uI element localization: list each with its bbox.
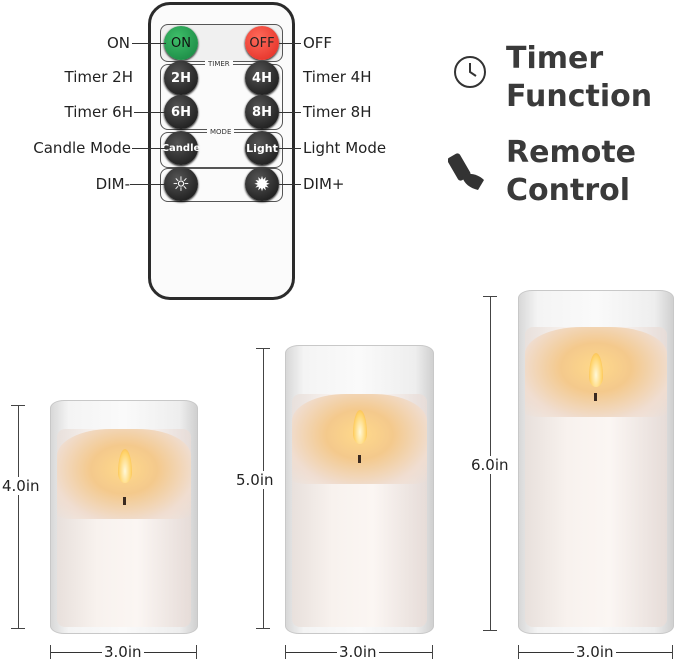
mode-header: MODE: [207, 128, 235, 136]
candle-small-height: 4.0in: [2, 477, 40, 495]
label-on: ON: [106, 34, 130, 52]
label-timer-6h: Timer 6H: [64, 103, 133, 121]
label-light-mode: Light Mode: [303, 139, 387, 157]
flame-icon: [118, 449, 132, 483]
candle-button[interactable]: Candle: [162, 131, 200, 165]
timer-4h-button[interactable]: 4H: [245, 61, 279, 95]
label-candle-mode: Candle Mode: [33, 139, 131, 157]
candle-medium-height: 5.0in: [236, 471, 274, 489]
feature-remote-line2: Control: [506, 173, 631, 208]
candle-small-width: 3.0in: [102, 643, 144, 661]
remote-hand-icon: [448, 153, 484, 190]
dim-group: [160, 168, 283, 202]
timer-header: TIMER: [205, 60, 233, 68]
candle-medium: [285, 345, 434, 634]
candle-large: [518, 290, 674, 634]
candle-large-height: 6.0in: [471, 456, 509, 474]
flame-icon: [589, 353, 603, 387]
candle-small: [50, 400, 198, 634]
clock-icon: [454, 56, 486, 88]
sun-filled-icon: ✹: [253, 172, 271, 196]
timer-8h-button[interactable]: 8H: [245, 95, 279, 129]
label-off: OFF: [303, 34, 333, 52]
label-dim-minus: DIM-: [95, 175, 130, 193]
flame-icon: [353, 410, 367, 444]
feature-timer-line2: Function: [506, 79, 653, 114]
label-timer-4h: Timer 4H: [303, 68, 372, 86]
dim-minus-button[interactable]: ☼: [164, 167, 198, 201]
timer-6h-button[interactable]: 6H: [164, 95, 198, 129]
candle-medium-width: 3.0in: [337, 643, 379, 661]
candle-large-width: 3.0in: [574, 643, 616, 661]
on-button[interactable]: ON: [164, 26, 198, 60]
dim-plus-button[interactable]: ✹: [245, 167, 279, 201]
sun-outline-icon: ☼: [172, 172, 190, 196]
label-dim-plus: DIM+: [303, 175, 345, 193]
light-button[interactable]: Light: [245, 131, 279, 165]
feature-remote-line1: Remote: [506, 135, 637, 170]
feature-timer-line1: Timer: [506, 41, 604, 76]
timer-2h-button[interactable]: 2H: [164, 61, 198, 95]
label-timer-8h: Timer 8H: [303, 103, 372, 121]
label-timer-2h: Timer 2H: [64, 68, 133, 86]
off-button[interactable]: OFF: [245, 26, 279, 60]
